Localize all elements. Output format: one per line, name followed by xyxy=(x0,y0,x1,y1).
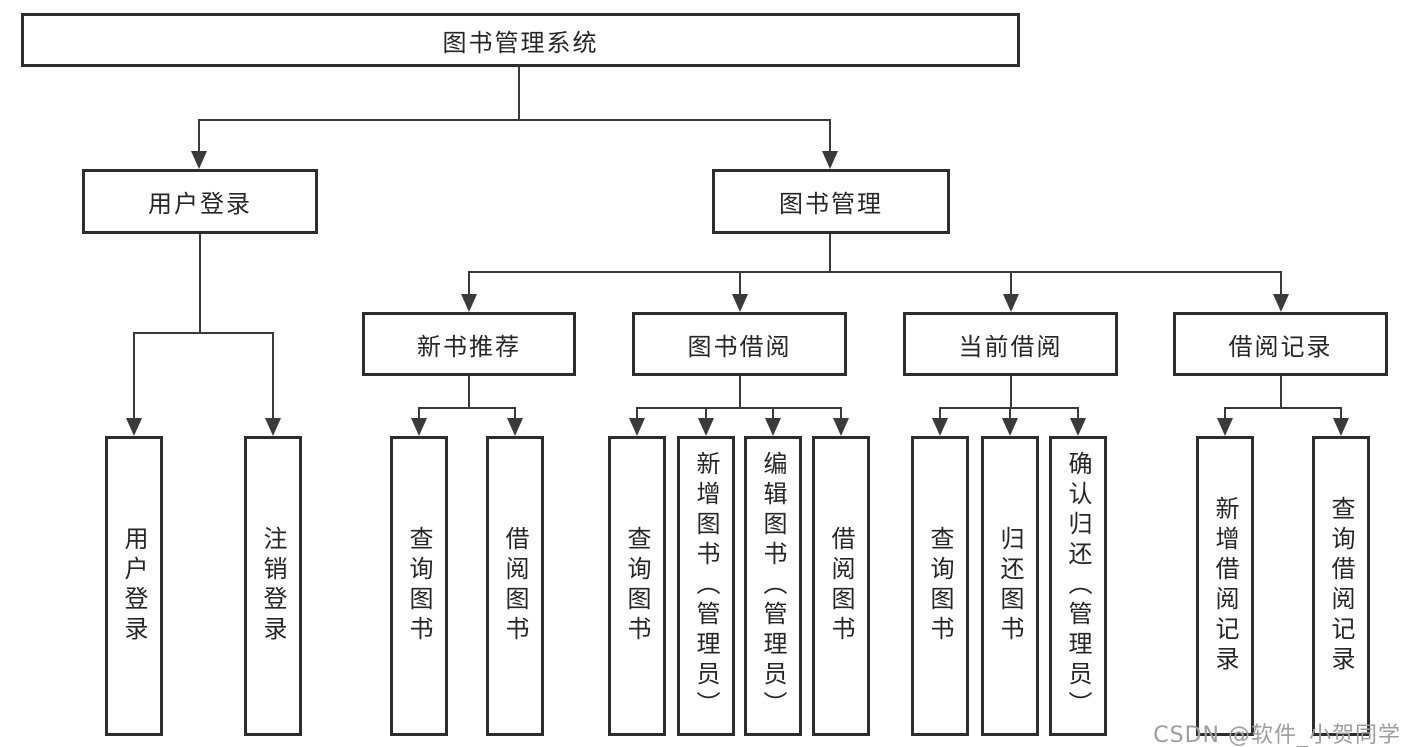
arrowhead-icon xyxy=(1003,294,1019,312)
connector-stem xyxy=(468,376,470,409)
arrowhead-icon xyxy=(461,294,477,312)
leaf-label: 注销登录 xyxy=(259,526,287,646)
watermark: CSDN @软件_小贺同学 xyxy=(1153,723,1401,747)
arrowhead-icon xyxy=(191,151,207,169)
arrowhead-icon xyxy=(629,418,645,436)
leaf-borrow-books-recommend: 借阅图书 xyxy=(486,436,544,736)
leaf-label: 归还图书 xyxy=(996,526,1024,646)
node-current-borrowing: 当前借阅 xyxy=(903,312,1118,376)
leaf-query-books-borrow: 查询图书 xyxy=(608,436,666,736)
leaf-label: 借阅图书 xyxy=(827,526,855,646)
connector-rail xyxy=(198,119,831,121)
leaf-label: 查询借阅记录 xyxy=(1327,496,1355,676)
connector-drop xyxy=(1077,408,1079,420)
arrowhead-icon xyxy=(1217,418,1233,436)
leaf-logout: 注销登录 xyxy=(244,436,302,736)
arrowhead-icon xyxy=(265,418,281,436)
leaf-label: 编辑图书（管理员） xyxy=(759,451,787,721)
leaf-query-books-current: 查询图书 xyxy=(911,436,969,736)
arrowhead-icon xyxy=(1002,418,1018,436)
connector-drop xyxy=(1280,272,1282,296)
leaf-add-books-admin: 新增图书（管理员） xyxy=(677,436,735,736)
connector-drop xyxy=(705,408,707,420)
arrowhead-icon xyxy=(698,418,714,436)
connector-stem xyxy=(1010,376,1012,409)
leaf-add-borrow-record: 新增借阅记录 xyxy=(1196,436,1254,736)
leaf-label: 新增借阅记录 xyxy=(1211,496,1239,676)
arrowhead-icon xyxy=(507,418,523,436)
node-label: 图书借阅 xyxy=(687,332,792,361)
node-label: 新书推荐 xyxy=(417,332,521,361)
node-label: 图书管理 xyxy=(779,190,883,218)
leaf-query-borrow-record: 查询借阅记录 xyxy=(1312,436,1370,736)
node-label: 图书管理系统 xyxy=(442,28,599,57)
node-label: 借阅记录 xyxy=(1228,332,1333,361)
connector-rail xyxy=(418,407,516,409)
leaf-borrow-books: 借阅图书 xyxy=(812,436,870,736)
leaf-label: 查询图书 xyxy=(405,526,433,646)
connector-stem xyxy=(829,234,831,273)
leaf-label: 确认归还（管理员） xyxy=(1064,451,1092,721)
leaf-label: 新增图书（管理员） xyxy=(692,451,720,721)
arrowhead-icon xyxy=(126,418,142,436)
leaf-user-login: 用户登录 xyxy=(105,436,163,736)
connector-drop xyxy=(1010,272,1012,296)
arrowhead-icon xyxy=(1273,294,1289,312)
arrowhead-icon xyxy=(1070,418,1086,436)
node-borrowing-records: 借阅记录 xyxy=(1173,312,1388,376)
leaf-label: 借阅图书 xyxy=(501,526,529,646)
connector-drop xyxy=(1340,408,1342,420)
connector-drop xyxy=(829,120,831,153)
arrowhead-icon xyxy=(1333,418,1349,436)
node-book-borrowing: 图书借阅 xyxy=(632,312,847,376)
node-book-management: 图书管理 xyxy=(712,169,950,234)
connector-drop xyxy=(840,408,842,420)
connector-drop xyxy=(468,272,470,296)
arrowhead-icon xyxy=(822,151,838,169)
connector-rail xyxy=(468,271,1282,273)
connector-drop xyxy=(418,408,420,420)
arrowhead-icon xyxy=(932,418,948,436)
node-new-book-recommendation: 新书推荐 xyxy=(362,312,576,376)
arrowhead-icon xyxy=(833,418,849,436)
node-library-management-system: 图书管理系统 xyxy=(21,13,1020,67)
connector-stem xyxy=(739,376,741,409)
node-label: 当前借阅 xyxy=(958,332,1063,361)
connector-rail xyxy=(133,332,274,334)
connector-drop xyxy=(198,120,200,153)
arrowhead-icon xyxy=(732,294,748,312)
connector-drop xyxy=(739,272,741,296)
leaf-label: 查询图书 xyxy=(623,526,651,646)
arrowhead-icon xyxy=(765,418,781,436)
leaf-confirm-return-admin: 确认归还（管理员） xyxy=(1049,436,1107,736)
connector-drop xyxy=(1224,408,1226,420)
node-user-login: 用户登录 xyxy=(82,169,318,234)
leaf-label: 查询图书 xyxy=(926,526,954,646)
connector-stem xyxy=(518,67,520,121)
leaf-query-books-recommend: 查询图书 xyxy=(390,436,448,736)
connector-stem xyxy=(199,234,201,334)
connector-drop xyxy=(939,408,941,420)
connector-rail xyxy=(636,407,842,409)
leaf-return-books: 归还图书 xyxy=(981,436,1039,736)
node-label: 用户登录 xyxy=(148,190,252,218)
connector-drop xyxy=(514,408,516,420)
connector-drop xyxy=(1009,408,1011,420)
leaf-edit-books-admin: 编辑图书（管理员） xyxy=(744,436,802,736)
connector-drop xyxy=(772,408,774,420)
leaf-label: 用户登录 xyxy=(120,526,148,646)
connector-drop xyxy=(133,333,135,420)
arrowhead-icon xyxy=(411,418,427,436)
connector-drop xyxy=(272,333,274,420)
connector-drop xyxy=(636,408,638,420)
connector-rail xyxy=(1224,407,1342,409)
connector-stem xyxy=(1280,376,1282,409)
